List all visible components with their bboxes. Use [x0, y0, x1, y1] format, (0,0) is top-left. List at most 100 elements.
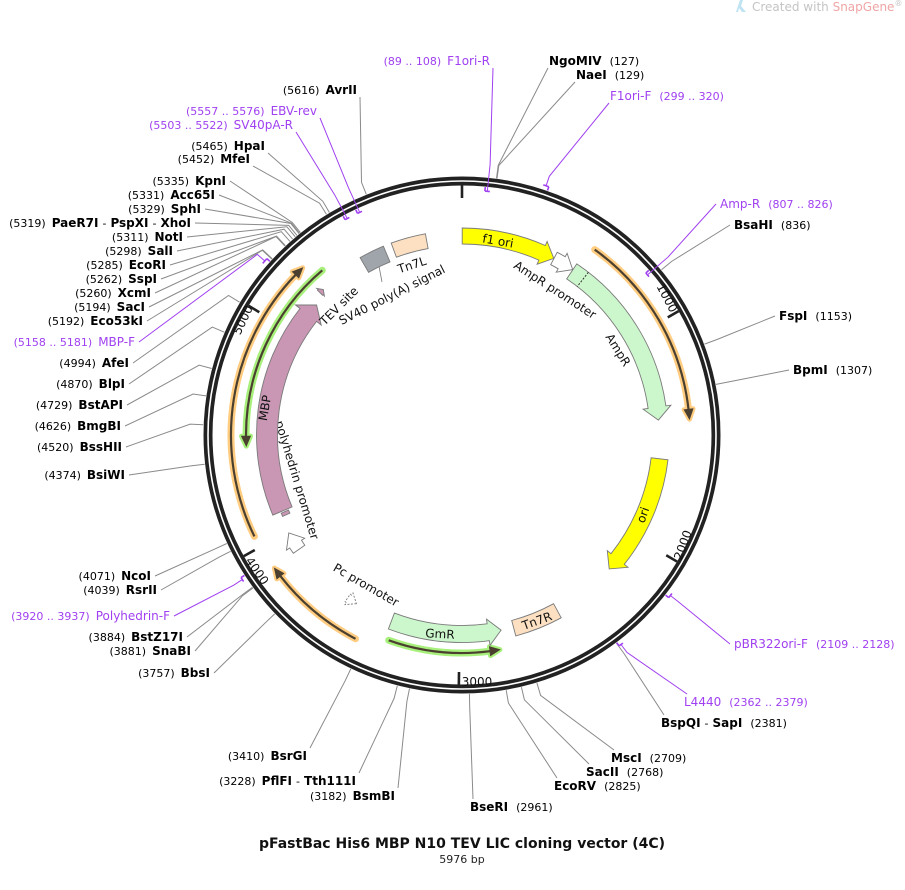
restriction-site-eco53ki[interactable]: (5192)Eco53kI	[48, 314, 143, 328]
restriction-site-ecori[interactable]: (5285)EcoRI	[86, 258, 166, 272]
restriction-site-avrii[interactable]: (5616)AvrII	[283, 83, 357, 97]
primer-pbr322ori-f[interactable]: pBR322ori-F(2109 .. 2128)	[665, 593, 895, 652]
restriction-site-sacii[interactable]: SacII(2768)	[586, 765, 663, 779]
restriction-site-bsahi[interactable]: BsaHI(836)	[734, 218, 811, 232]
restriction-site-blpi[interactable]: (4870)BlpI	[56, 377, 125, 391]
feature-polyhedrin-promoter-shape[interactable]	[285, 532, 306, 554]
feature-pc-promoter-shape[interactable]	[344, 592, 358, 606]
orf-arrow-green[interactable]	[239, 266, 326, 449]
site-leader-line	[505, 690, 558, 779]
restriction-site-sphi[interactable]: (5329)SphI	[128, 202, 201, 216]
restriction-site-bpmi[interactable]: BpmI(1307)	[793, 363, 872, 377]
map-length: 5976 bp	[439, 853, 485, 866]
feature-tn7l[interactable]: Tn7L	[390, 233, 429, 277]
restriction-site-pflfi-tth111i[interactable]: (3228)PflFI-Tth111I	[219, 774, 356, 788]
primer-name: Amp-R	[720, 197, 760, 211]
feature-ampr-promoter-shape[interactable]	[550, 251, 574, 273]
primer-label[interactable]: F1ori-F(299 .. 320)	[610, 89, 724, 103]
restriction-site-ncoi[interactable]: (4071)NcoI	[79, 569, 151, 583]
feature-mbp[interactable]: MBP	[256, 304, 322, 516]
feature-tev-site-shape[interactable]	[315, 287, 326, 298]
enzyme-name: SalI	[148, 244, 173, 258]
feature-his6-tag[interactable]	[280, 509, 291, 517]
orf-arrow-orange[interactable]	[271, 565, 359, 643]
restriction-site-bstapi[interactable]: (4729)BstAPI	[36, 398, 123, 412]
feature-sv40-poly-a-signal-shape[interactable]	[359, 245, 391, 274]
restriction-site-mfei[interactable]: (5452)MfeI	[178, 152, 250, 166]
restriction-site-bbsi[interactable]: (3757)BbsI	[138, 666, 210, 680]
restriction-site-ngomiv[interactable]: NgoMIV(127)	[549, 54, 639, 68]
restriction-site-bsmbi[interactable]: (3182)BsmBI	[310, 789, 395, 803]
site-leader-line	[186, 226, 296, 238]
feature-tn7r[interactable]: Tn7R	[511, 603, 562, 637]
feature-mbp-shape[interactable]	[256, 304, 322, 516]
primer-label[interactable]: (5503 .. 5522)SV40pA-R	[149, 118, 293, 132]
site-position: (3757)	[138, 667, 175, 680]
feature-ampr-shape[interactable]	[566, 263, 672, 421]
enzyme-name: SphI	[171, 202, 201, 216]
feature-gmr[interactable]: GmR	[387, 612, 502, 647]
orf-arrow-green[interactable]	[385, 636, 503, 659]
site-position: (5194)	[74, 301, 111, 314]
restriction-site-bmgbi[interactable]: (4626)BmgBI	[35, 419, 121, 433]
restriction-site-sspi[interactable]: (5262)SspI	[86, 272, 157, 286]
restriction-site-fspi[interactable]: FspI(1153)	[779, 309, 852, 323]
primer-mbp-f[interactable]: (5158 .. 5181)MBP-F	[14, 253, 271, 349]
site-position: (2381)	[750, 717, 787, 730]
restriction-site-bsiwi[interactable]: (4374)BsiWI	[44, 468, 125, 482]
feature-ori[interactable]: ori	[606, 457, 669, 570]
primer-binding-mark	[543, 184, 550, 191]
restriction-site-snabi[interactable]: (3881)SnaBI	[110, 644, 191, 658]
primer-label[interactable]: (5158 .. 5181)MBP-F	[14, 335, 135, 349]
primer-label[interactable]: (5557 .. 5576)EBV-rev	[186, 104, 317, 118]
restriction-site-msci[interactable]: MscI(2709)	[611, 751, 686, 765]
restriction-site-kpni[interactable]: (5335)KpnI	[153, 174, 226, 188]
feature-his6-tag-shape[interactable]	[280, 509, 291, 517]
primer-leader-line	[486, 67, 494, 192]
restriction-site-bsrgi[interactable]: (3410)BsrGI	[228, 749, 307, 763]
restriction-site-saci[interactable]: (5194)SacI	[74, 300, 145, 314]
restriction-site-sali[interactable]: (5298)SalI	[105, 244, 173, 258]
orf-arrow-orange[interactable]	[227, 265, 306, 540]
feature-gmr-shape[interactable]	[387, 612, 502, 647]
enzyme-name: SnaBI	[152, 644, 191, 658]
restriction-site-bsshii[interactable]: (4520)BssHII	[37, 440, 122, 454]
primer-label[interactable]: (3920 .. 3937)Polyhedrin-F	[11, 609, 170, 623]
primer-f1ori-f[interactable]: F1ori-F(299 .. 320)	[543, 89, 724, 191]
primer-amp-r[interactable]: Amp-R(807 .. 826)	[645, 197, 833, 278]
site-leader-line	[154, 543, 228, 577]
restriction-site-xcmi[interactable]: (5260)XcmI	[75, 286, 151, 300]
restriction-site-bseri[interactable]: BseRI(2961)	[470, 800, 553, 814]
primer-f1ori-r[interactable]: (89 .. 108)F1ori-R	[384, 54, 494, 193]
enzyme-name: AvrII	[325, 83, 357, 97]
primer-label[interactable]: (89 .. 108)F1ori-R	[384, 54, 490, 68]
feature-tn7l-shape[interactable]	[390, 233, 429, 258]
restriction-site-ecorv[interactable]: EcoRV(2825)	[554, 779, 641, 793]
restriction-site-hpai[interactable]: (5465)HpaI	[191, 139, 265, 153]
feature-tn7r-shape[interactable]	[511, 603, 562, 637]
orf-arrow-orange[interactable]	[591, 246, 696, 422]
primer-label[interactable]: pBR322ori-F(2109 .. 2128)	[734, 637, 895, 651]
restriction-site-naei[interactable]: NaeI(129)	[576, 68, 644, 82]
restriction-site-bspqi-sapi[interactable]: BspQI-SapI(2381)	[661, 716, 787, 730]
primer-l4440[interactable]: L4440(2362 .. 2379)	[616, 642, 808, 709]
restriction-site-noti[interactable]: (5311)NotI	[112, 230, 183, 244]
primer-label[interactable]: L4440(2362 .. 2379)	[684, 695, 808, 709]
restriction-site-rsrii[interactable]: (4039)RsrII	[83, 583, 157, 597]
restriction-site-acc65i[interactable]: (5331)Acc65I	[128, 188, 215, 202]
feature-ori-shape[interactable]	[606, 457, 669, 570]
enzyme-name: Tth111I	[304, 774, 356, 788]
feature-f1-ori[interactable]: f1 ori	[461, 227, 555, 265]
site-leader-line	[125, 423, 204, 448]
restriction-site-paer7i-pspxi-xhoi[interactable]: (5319)PaeR7I-PspXI-XhoI	[9, 216, 191, 230]
primer-sv40pa-r[interactable]: (5503 .. 5522)SV40pA-R	[149, 118, 350, 221]
enzyme-name: BstZ17I	[131, 630, 183, 644]
feature-pc-promoter[interactable]: Pc promoter	[331, 561, 402, 610]
primer-polyhedrin-f[interactable]: (3920 .. 3937)Polyhedrin-F	[11, 574, 245, 623]
restriction-site-bstz17i[interactable]: (3884)BstZ17I	[89, 630, 183, 644]
backbone-gap	[207, 180, 717, 690]
restriction-site-afei[interactable]: (4994)AfeI	[59, 356, 129, 370]
primer-ebv-rev[interactable]: (5557 .. 5576)EBV-rev	[186, 104, 363, 215]
primer-label[interactable]: Amp-R(807 .. 826)	[720, 197, 833, 211]
